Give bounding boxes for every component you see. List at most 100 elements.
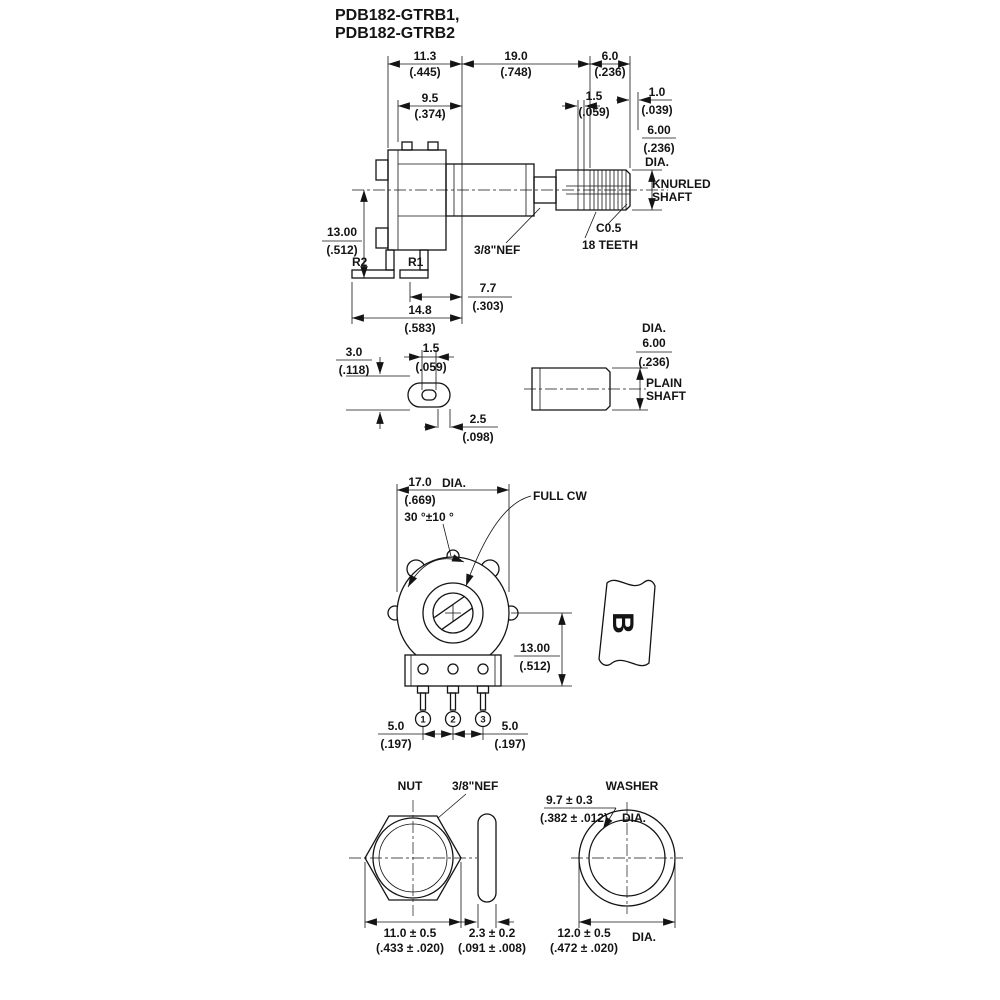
plain-shaft-label-1: PLAIN [646, 376, 682, 390]
dim-pitch-right-mm: 5.0 [502, 719, 519, 733]
brand-logo: B [598, 579, 656, 667]
shaft-slot-lines [566, 185, 630, 195]
full-cw-leader [465, 495, 532, 587]
rivet-1 [417, 663, 429, 675]
dim-end-inch: (.039) [641, 103, 672, 117]
front-dim-height-mm: 13.00 [520, 641, 550, 655]
dim-width-inch: (.118) [339, 363, 370, 377]
center-cross [445, 605, 461, 621]
dim-thickness-inch: (.098) [462, 430, 493, 444]
bracket-plate [387, 149, 447, 251]
angle-label: 30 °±10 ° [404, 510, 454, 524]
dim-total-mm: 14.8 [408, 303, 432, 317]
nut-extensions [364, 862, 462, 928]
terminal-1-number: 1 [420, 715, 426, 726]
terminal-2-circle [444, 710, 462, 728]
dim-bracket-width-mm: 11.3 [414, 49, 437, 63]
angle-arc [407, 554, 465, 588]
terminal-1-circle [414, 710, 432, 728]
dim-body-dia-mm: 17.0 [408, 475, 432, 489]
washer-edge-outline [477, 813, 497, 903]
dim-shaft-dia-suffix: DIA. [645, 155, 669, 169]
front-dim-height-inch: (.512) [519, 659, 550, 673]
extension-lines [351, 56, 639, 324]
plain-shaft-dim-mm: 6.00 [642, 336, 666, 350]
shaft-dia-extensions [632, 169, 662, 211]
plain-shaft-outline [531, 367, 611, 411]
dim-knurl-length-inch: (.236) [594, 65, 625, 79]
dim-groove-mm: 1.5 [586, 89, 603, 103]
dim-leg-inch: (.303) [472, 299, 503, 313]
knurl-teeth-lines [589, 170, 627, 210]
dim-leg-mm: 7.7 [480, 281, 497, 295]
bracket-foot-right [399, 269, 429, 279]
r1-label: R1 [408, 255, 424, 269]
bracket-leg-left [385, 249, 395, 271]
terminal-detail: 1.5 (.059) 3.0 (.118) 2.5 (.098) [336, 341, 498, 444]
dim-body-length-inch: (.748) [500, 65, 531, 79]
nut-dim-mm: 11.0 ± 0.5 [384, 926, 437, 940]
bracket-foot-left [351, 269, 395, 279]
logo-ribbon [598, 579, 656, 667]
thickness-extensions [437, 409, 451, 428]
dim-total-inch: (.583) [404, 321, 435, 335]
dim-groove-inch: (.059) [578, 105, 609, 119]
dim-thickness-mm: 2.5 [470, 412, 487, 426]
washer-outer-extensions [578, 862, 676, 928]
rivet-2 [447, 663, 459, 675]
plain-shaft-dim-inch: (.236) [638, 355, 669, 369]
dim-body-depth-mm: 9.5 [422, 91, 439, 105]
washer-inner-dim-suffix: DIA. [622, 811, 646, 825]
terminal-strip-lines [346, 375, 410, 411]
dim-end-mm: 1.0 [649, 85, 666, 99]
terminal-2-number: 2 [450, 715, 455, 726]
washer-centerlines [571, 802, 683, 914]
shaft-circle [432, 592, 474, 634]
washer-front-view: WASHER 9.7 ± 0.3 (.382 ± .012) DIA. 12.0… [540, 779, 683, 955]
nut-centerlines [349, 800, 477, 916]
terminal-3-circle [474, 710, 492, 728]
terminal-outline [407, 382, 451, 408]
body-dia-extensions [396, 484, 510, 592]
dim-height-mm: 13.00 [327, 225, 357, 239]
dim-bracket-width-inch: (.445) [409, 65, 440, 79]
pot-body-lines [453, 164, 527, 216]
nut-label: NUT [398, 779, 423, 793]
washer-edge-dim-inch: (.091 ± .008) [458, 941, 526, 955]
bracket-side-tab-upper [375, 159, 389, 181]
nut-thread-leader [437, 793, 467, 819]
washer-edge-view: 2.3 ± 0.2 (.091 ± .008) [458, 813, 526, 955]
terminal-3-number: 3 [480, 715, 485, 726]
washer-edge-extensions [477, 904, 497, 928]
nut-dim-inch: (.433 ± .020) [376, 941, 444, 955]
shaft-groove [577, 170, 585, 210]
dim-shaft-dia-mm: 6.00 [647, 123, 671, 137]
teeth-leader [584, 211, 597, 239]
dim-pitch-left-mm: 5.0 [388, 719, 405, 733]
washer-outer-dim-mm: 12.0 ± 0.5 [557, 926, 611, 940]
rivet-3 [477, 663, 489, 675]
washer-inner-dim-inch: (.382 ± .012) [540, 811, 608, 825]
dim-body-dia-inch: (.669) [404, 493, 435, 507]
side-view [351, 141, 668, 279]
washer-label: WASHER [606, 779, 659, 793]
full-cw-label: FULL CW [533, 489, 587, 503]
terminal-block [404, 654, 502, 687]
angle-leader [442, 523, 452, 557]
nut-thread-label: 3/8"NEF [452, 779, 498, 793]
dim-pitch-right-inch: (.197) [494, 737, 525, 751]
bracket-side-tab-lower [375, 227, 389, 249]
terminal-slot [421, 389, 437, 401]
dim-slot-inch: (.059) [415, 360, 446, 374]
dim-height-inch: (.512) [326, 243, 357, 257]
title-block: PDB182-GTRB1, PDB182-GTRB2 [335, 7, 459, 42]
washer-inner-leader [602, 807, 617, 830]
dim-body-dia-suffix: DIA. [442, 476, 466, 490]
washer-outer-dim-inch: (.472 ± .020) [550, 941, 618, 955]
bracket-inner-lines [397, 150, 446, 250]
knurled-shaft-label-1: KNURLED [652, 177, 711, 191]
r2-label: R2 [352, 255, 368, 269]
dim-shaft-dia-inch: (.236) [643, 141, 674, 155]
chamfer-leader [607, 203, 628, 225]
